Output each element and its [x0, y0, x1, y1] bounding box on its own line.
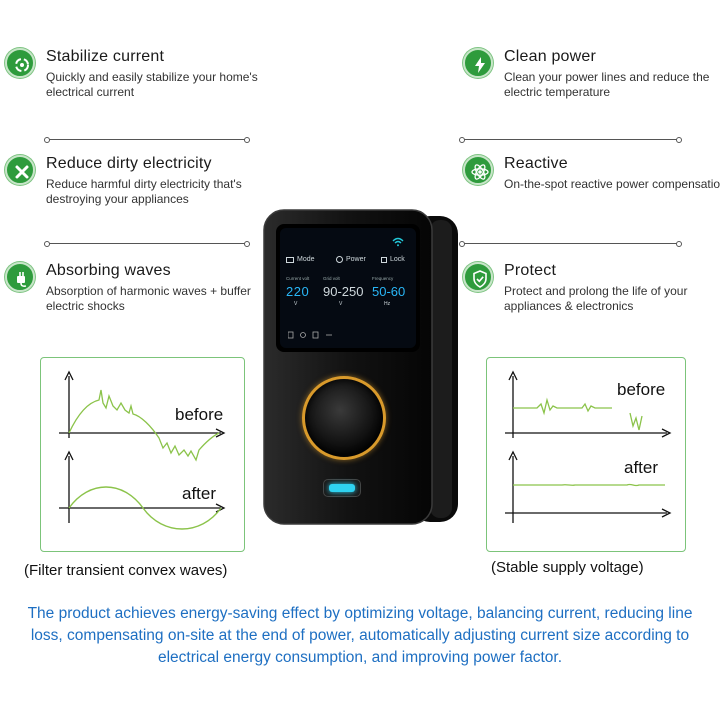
readout-frequency: Frequency 50-60 Hz	[372, 276, 416, 307]
feature-description: Absorption of harmonic waves + buffer el…	[46, 284, 251, 313]
screen-readouts: Current volt 220 V Grid volt 90-250 V Fr…	[286, 276, 416, 321]
shield-icon	[463, 262, 493, 292]
feature-description: On-the-spot reactive power compensation	[504, 177, 720, 191]
readout-unit: Hz	[384, 301, 391, 307]
before-label: before	[175, 405, 224, 424]
menu-mode[interactable]: Mode	[297, 256, 315, 263]
menu-power[interactable]: Power	[346, 256, 366, 263]
lock-icon	[381, 257, 387, 263]
atom-icon	[463, 155, 493, 185]
readout-unit: V	[294, 301, 298, 307]
readout-label: Grid volt	[323, 276, 340, 281]
cross-icon	[5, 155, 35, 185]
left-panel-caption: (Filter transient convex waves)	[24, 562, 228, 579]
before-label: before	[617, 380, 666, 399]
waveform-panel-left: before after	[40, 357, 245, 552]
current-cycle-icon	[5, 48, 35, 78]
readout-label: Frequency	[372, 276, 394, 281]
divider	[44, 241, 250, 247]
readout-grid-volt: Grid volt 90-250 V	[323, 276, 371, 307]
after-label: after	[182, 484, 217, 503]
divider	[459, 241, 682, 247]
feature-title: Stabilize current	[46, 48, 165, 65]
waveform-graph-left	[59, 370, 226, 530]
divider	[459, 137, 682, 143]
feature-title: Reactive	[504, 155, 568, 172]
right-panel-caption: (Stable supply voltage)	[491, 559, 644, 576]
feature-title: Protect	[504, 262, 557, 279]
menu-lock[interactable]: Lock	[390, 256, 405, 263]
feature-title: Clean power	[504, 48, 597, 65]
feature-title: Absorbing waves	[46, 262, 171, 279]
mode-icon	[286, 257, 294, 263]
feature-description: Reduce harmful dirty electricity that's …	[46, 177, 242, 206]
plug-icon	[5, 262, 35, 292]
lightning-icon	[463, 48, 493, 78]
readout-value: 90-250	[323, 284, 364, 299]
screen-status-icons	[287, 326, 348, 339]
readout-unit: V	[339, 301, 343, 307]
feature-description: Clean your power lines and reduce the el…	[504, 70, 710, 99]
waveform-graph-right	[505, 370, 672, 523]
bottom-description: The product achieves energy-saving effec…	[27, 605, 693, 666]
waveform-panel-right: before after	[486, 357, 686, 552]
control-dial[interactable]	[302, 376, 386, 460]
after-label: after	[624, 458, 659, 477]
wifi-icon	[392, 234, 404, 247]
feature-title: Reduce dirty electricity	[46, 155, 212, 172]
screen-menu: Mode Power Lock	[286, 256, 416, 268]
power-saver-device: Mode Power Lock Current volt 220 V Grid …	[262, 208, 460, 526]
readout-value: 50-60	[372, 284, 406, 299]
indicator-light	[323, 479, 361, 497]
feature-description: Protect and prolong the life of your app…	[504, 284, 688, 313]
readout-value: 220	[286, 284, 310, 299]
feature-description: Quickly and easily stabilize your home's…	[46, 70, 258, 99]
power-icon	[336, 256, 343, 263]
readout-label: Current volt	[286, 276, 310, 281]
readout-current-volt: Current volt 220 V	[286, 276, 324, 307]
divider	[44, 137, 250, 143]
